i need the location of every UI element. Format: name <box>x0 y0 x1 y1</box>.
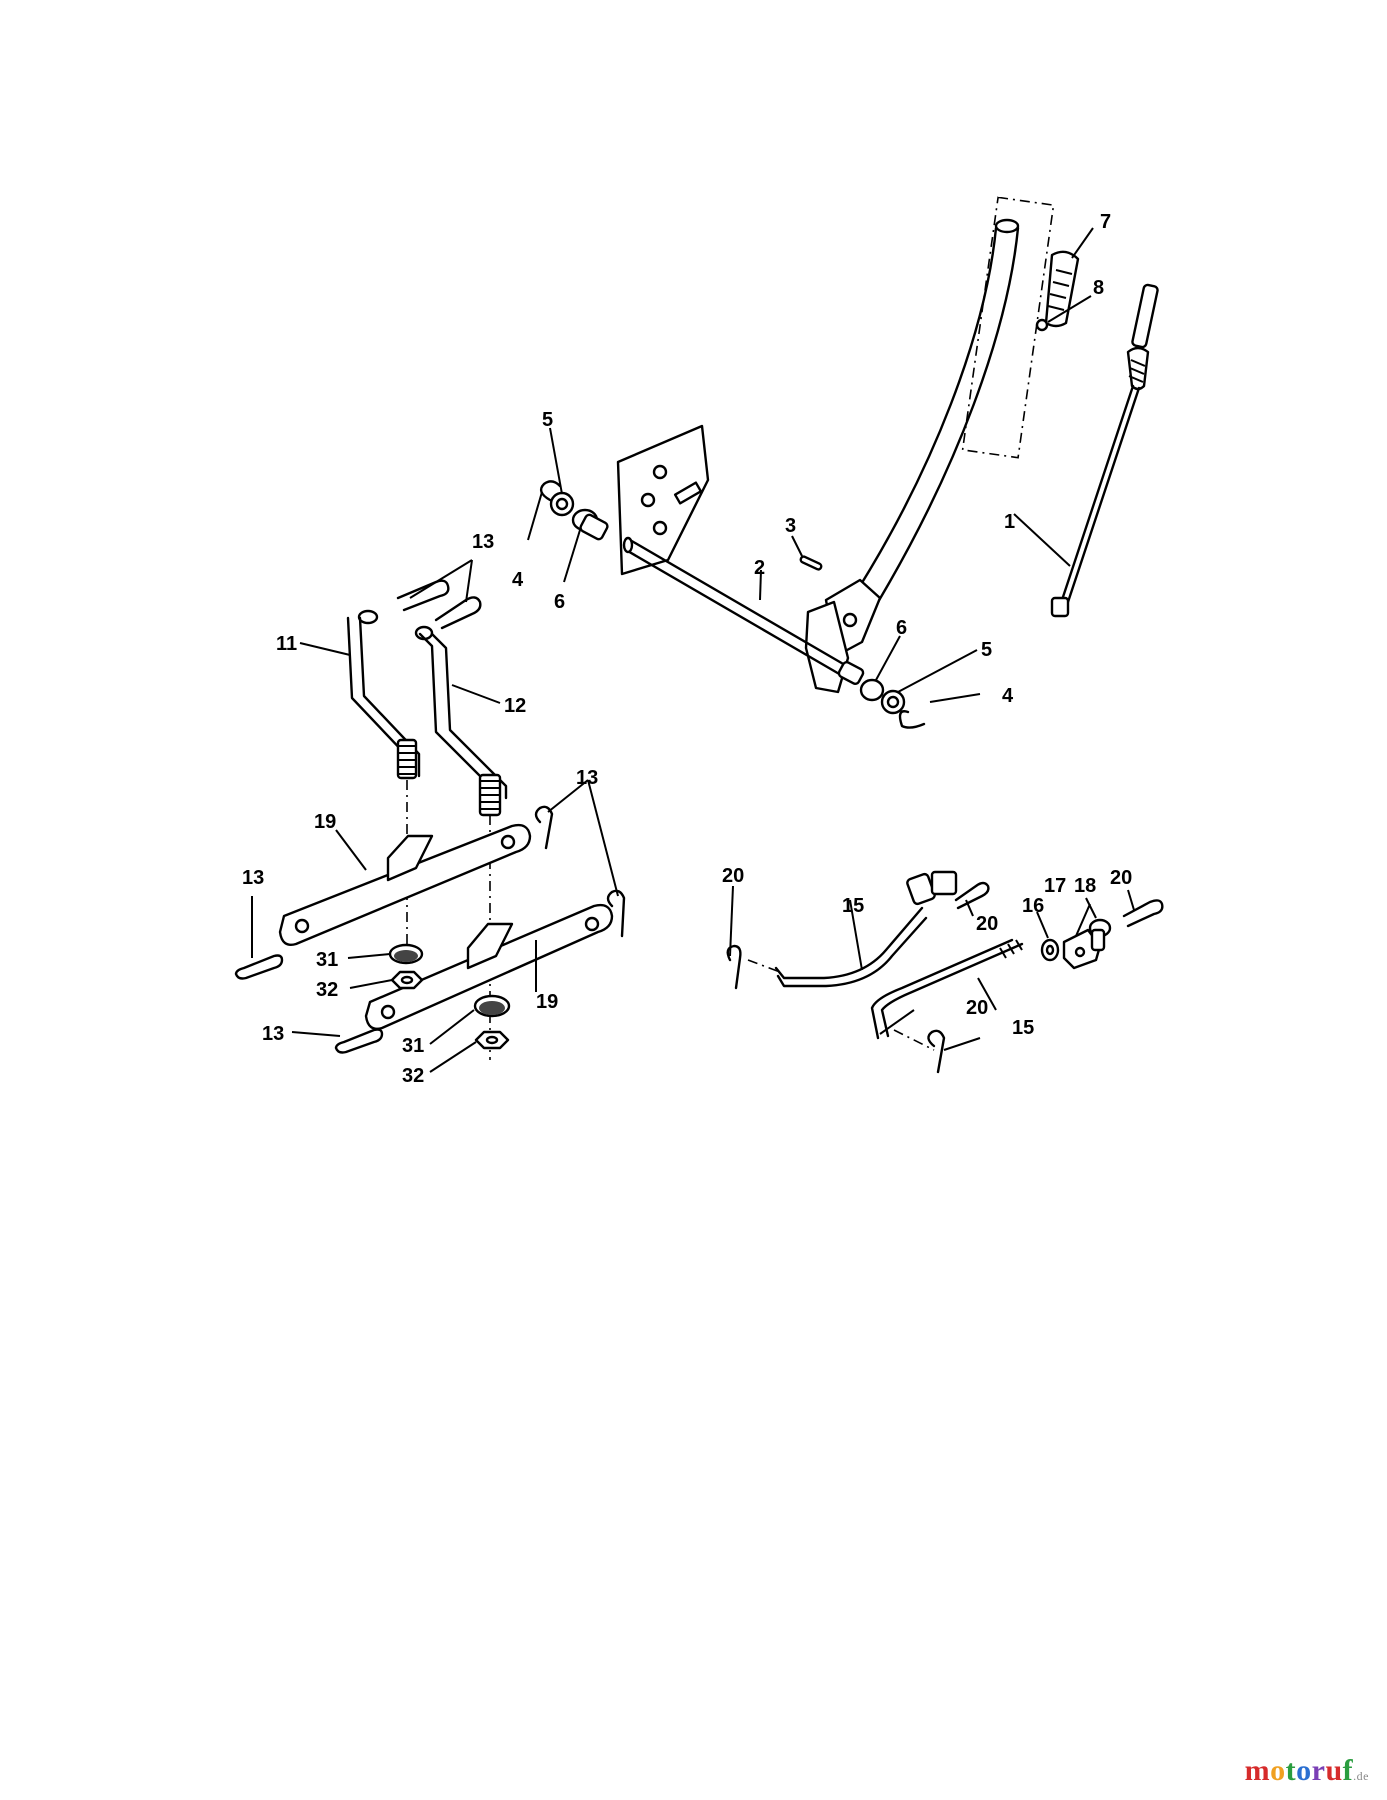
part-1-lift-rod <box>1050 283 1159 618</box>
callout-4: 4 <box>512 569 524 591</box>
callout-17: 17 <box>1044 875 1066 897</box>
callout-12: 12 <box>504 695 526 717</box>
part-19-lift-arm-upper <box>278 823 532 946</box>
part-13-hairpin-clip <box>334 1028 384 1054</box>
alignment-line <box>747 959 781 973</box>
watermark-letter: m <box>1244 1754 1271 1787</box>
part-32-nut <box>390 970 424 990</box>
callout-19: 19 <box>314 811 336 833</box>
callout-32: 32 <box>402 1065 424 1087</box>
part-13-hairpin-clip <box>396 579 450 612</box>
part-11-lift-link <box>346 609 421 780</box>
callout-11: 11 <box>276 633 297 655</box>
watermark-letter: t <box>1285 1754 1297 1787</box>
callout-3: 3 <box>785 515 796 537</box>
part-31-washer <box>473 994 511 1018</box>
callout-31: 31 <box>402 1035 424 1057</box>
lift-handle <box>804 196 1055 694</box>
watermark-letter: o <box>1270 1754 1286 1787</box>
part-20-hairpin-clip <box>927 1029 946 1074</box>
part-13-hairpin-clip <box>234 954 284 980</box>
part-18-screw <box>1088 918 1112 952</box>
part-20-hairpin-clip <box>1122 899 1164 928</box>
watermark-letter: u <box>1325 1754 1343 1787</box>
part-13-hairpin-clip <box>434 596 482 630</box>
callout-5: 5 <box>542 409 553 431</box>
callout-labels: 1 2 3 4 4 5 5 6 6 7 8 11 12 13 13 13 13 … <box>242 211 1132 1087</box>
callout-15: 15 <box>1012 1017 1034 1039</box>
right-bushing-set <box>837 660 926 729</box>
callout-5: 5 <box>981 639 992 661</box>
callout-20: 20 <box>1110 867 1132 889</box>
callout-16: 16 <box>1022 895 1044 917</box>
part-3-pin <box>799 555 823 571</box>
callout-20: 20 <box>722 865 744 887</box>
part-2-cross-shaft <box>616 424 847 677</box>
watermark-letter: r <box>1311 1754 1326 1787</box>
part-7-handle-grip <box>1044 250 1080 328</box>
callout-2: 2 <box>754 557 765 579</box>
part-12-lift-link <box>414 625 508 817</box>
watermark-letter: o <box>1296 1754 1312 1787</box>
part-32-nut <box>474 1030 510 1050</box>
watermark-letter: f <box>1342 1754 1354 1787</box>
callout-1: 1 <box>1004 511 1015 533</box>
callout-4: 4 <box>1002 685 1014 707</box>
callout-18: 18 <box>1074 875 1096 897</box>
leader-lines <box>251 227 1135 1073</box>
callout-15: 15 <box>842 895 864 917</box>
part-15-rod-lower <box>870 938 1024 1040</box>
part-20-hairpin-clip <box>954 881 990 910</box>
callout-31: 31 <box>316 949 338 971</box>
callout-7: 7 <box>1100 211 1111 233</box>
callout-20: 20 <box>976 913 998 935</box>
watermark-suffix: .de <box>1353 1769 1369 1783</box>
callout-8: 8 <box>1093 277 1104 299</box>
callout-32: 32 <box>316 979 338 1001</box>
part-16-washer <box>1040 938 1060 962</box>
callout-6: 6 <box>896 617 907 639</box>
callout-13: 13 <box>242 867 264 889</box>
callout-13: 13 <box>576 767 598 789</box>
callout-6: 6 <box>554 591 565 613</box>
part-31-washer <box>388 943 424 965</box>
part-20-hairpin-clip <box>726 944 742 990</box>
alignment-line <box>893 1029 935 1051</box>
part-13-hairpin-clip <box>534 805 554 850</box>
left-bushing-set <box>539 480 609 541</box>
callout-13: 13 <box>472 531 494 553</box>
part-13-hairpin-clip <box>606 889 626 938</box>
callout-19: 19 <box>536 991 558 1013</box>
part-19-lift-arm-lower <box>364 903 614 1030</box>
part-8-ball <box>1035 318 1049 332</box>
part-15-rod-upper <box>774 870 958 988</box>
callout-20: 20 <box>966 997 988 1019</box>
site-watermark: motoruf.de <box>1245 1754 1369 1788</box>
callout-13: 13 <box>262 1023 284 1045</box>
